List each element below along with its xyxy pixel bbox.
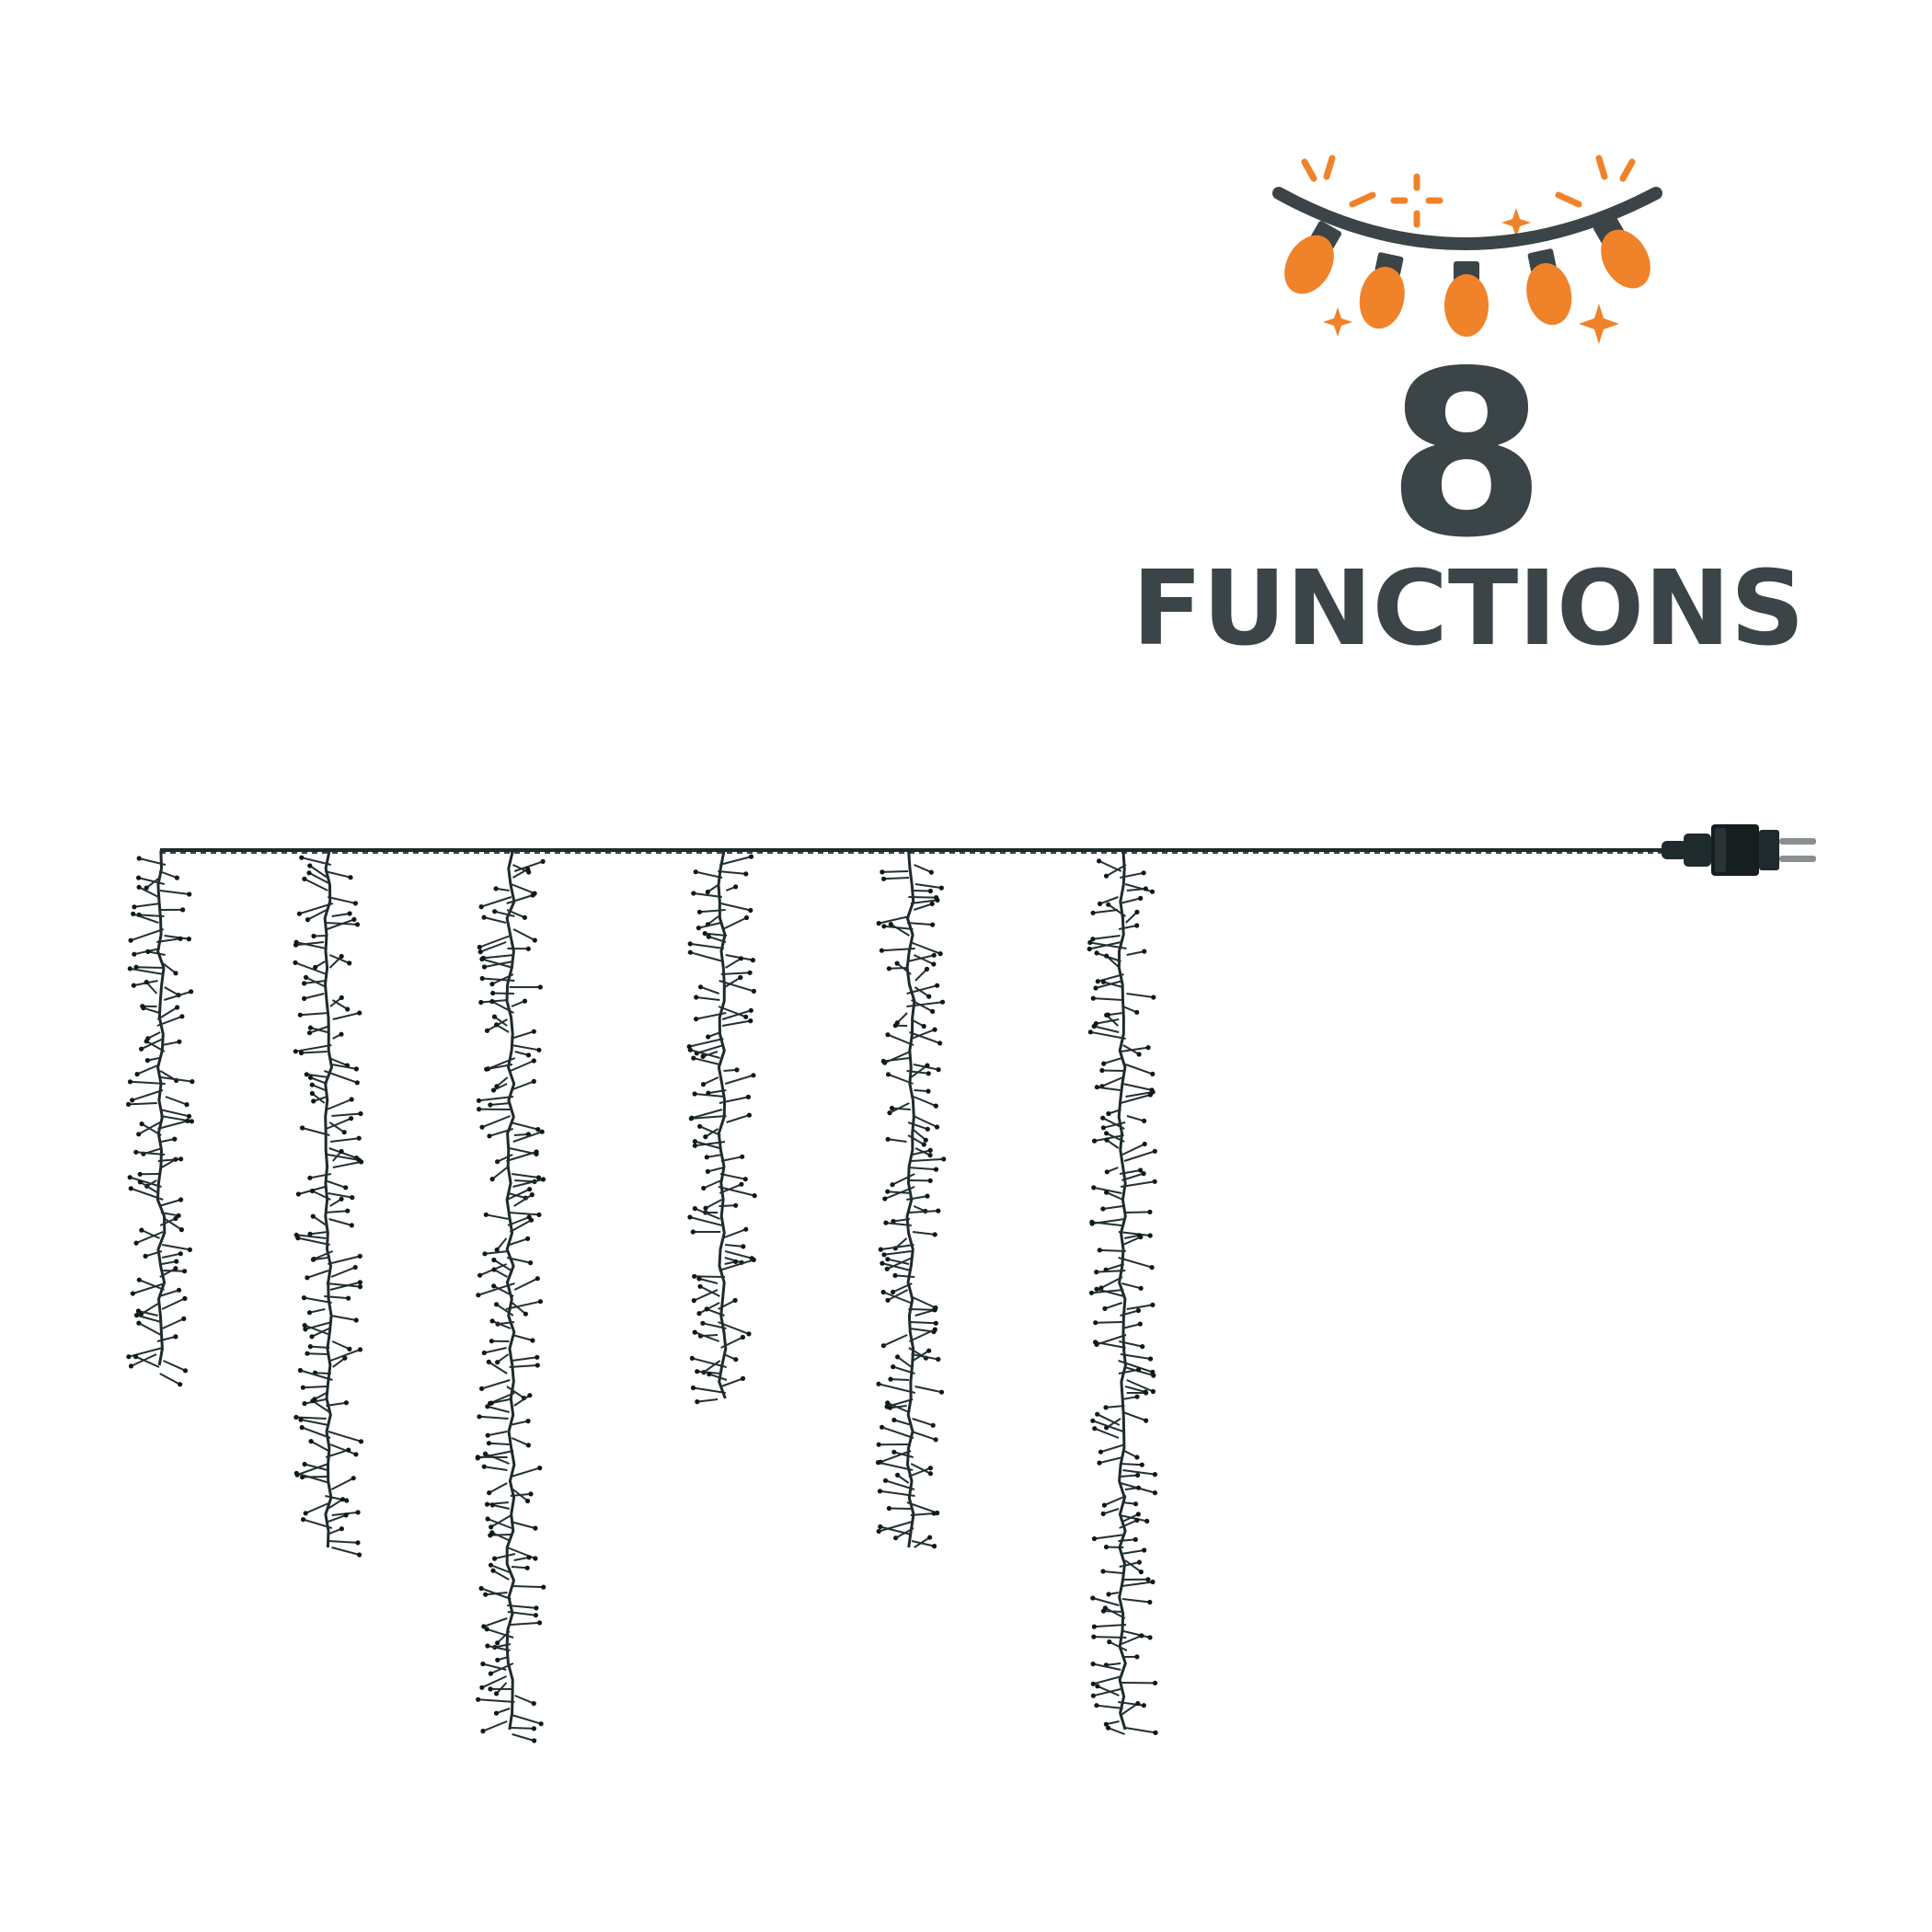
light-strand <box>475 850 546 1743</box>
string-lights-icon <box>1272 155 1662 344</box>
power-plug-icon <box>1662 824 1816 876</box>
functions-count: 8 <box>1387 323 1547 588</box>
sparkle-dashes <box>1301 155 1636 228</box>
functions-label: FUNCTIONS <box>1132 549 1804 669</box>
light-strand <box>686 850 757 1405</box>
light-strand <box>293 850 364 1558</box>
bulb-5 <box>1593 215 1650 289</box>
bulb-3 <box>1444 261 1489 337</box>
bulb-1 <box>1284 221 1342 294</box>
sparkle-stars <box>1323 208 1619 344</box>
bulb-4 <box>1526 248 1572 326</box>
cluster-light-curtain <box>126 848 1665 1743</box>
light-strands <box>126 850 1158 1743</box>
lights-cable <box>1272 187 1662 250</box>
light-strand <box>1087 850 1158 1735</box>
bulb-2 <box>1359 252 1405 329</box>
light-strand <box>126 850 195 1387</box>
light-strand <box>875 850 947 1549</box>
